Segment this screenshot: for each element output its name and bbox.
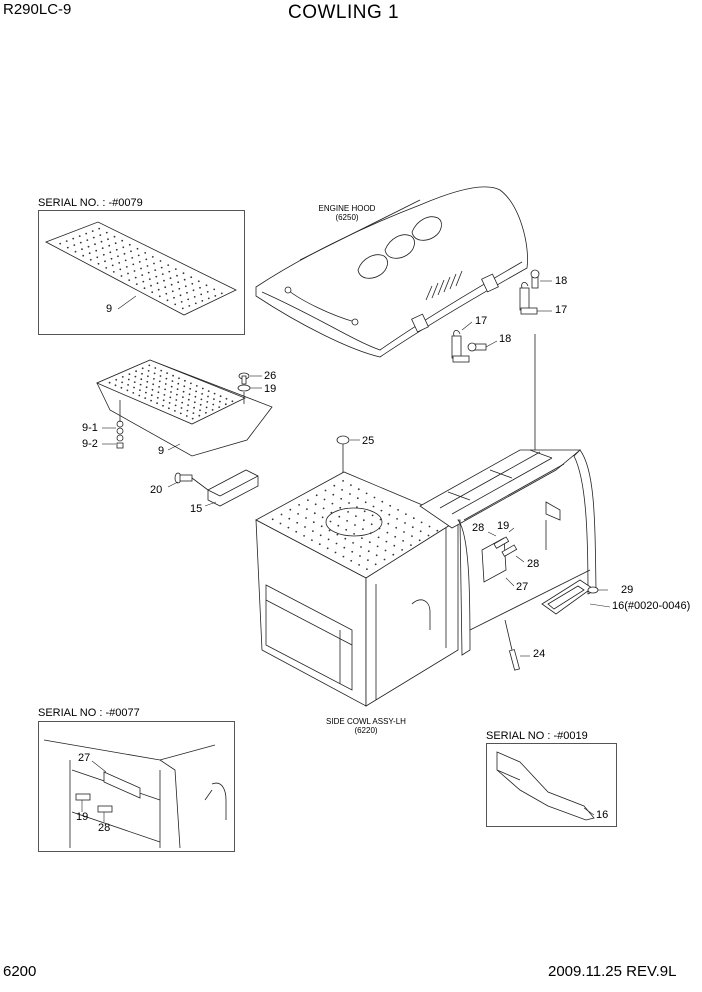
callout-16-inset: 16 (596, 809, 609, 821)
hood-latches (451, 269, 552, 363)
serial-label-bottom-left: SERIAL NO : -#0077 (38, 707, 140, 719)
callout-17-lower: 17 (475, 315, 488, 327)
filter-net-inset (496, 751, 595, 821)
serial-box-bottom-left (38, 721, 235, 852)
callout-9-2: 9-2 (82, 438, 98, 450)
filter-net-16 (541, 579, 611, 615)
engine-hood (255, 186, 528, 358)
date-revision: 2009.11.25 REV.9L (548, 963, 677, 980)
callout-27-inset: 27 (78, 752, 91, 764)
callout-26: 26 (264, 370, 277, 382)
callout-18-upper: 18 (555, 275, 568, 287)
callout-20: 20 (150, 484, 163, 496)
callout-16: 16(#0020-0046) (612, 600, 691, 612)
side-cowl-label: SIDE COWL ASSY-LH (326, 717, 406, 726)
callout-9-box: 9 (106, 303, 113, 315)
callout-28-inset: 28 (98, 822, 111, 834)
callout-24: 24 (533, 648, 546, 660)
engine-hood-code: (6250) (335, 213, 359, 222)
side-cowl-code: (6220) (354, 726, 378, 735)
step-fasteners (237, 372, 262, 404)
serial-label-bottom-right: SERIAL NO : -#0019 (486, 730, 588, 742)
callout-9: 9 (158, 445, 165, 457)
callout-27: 27 (516, 581, 529, 593)
callout-18-lower: 18 (499, 333, 512, 345)
serial-label-top-left: SERIAL NO. : -#0079 (38, 197, 143, 209)
callout-29: 29 (621, 584, 634, 596)
model-number: R290LC-9 (3, 1, 72, 18)
callout-15: 15 (190, 503, 203, 515)
serial-box-bottom-right (486, 743, 617, 827)
callout-19-inset: 19 (76, 811, 89, 823)
clip-24 (504, 619, 530, 671)
side-cowl (255, 334, 597, 707)
step-plate (95, 359, 273, 457)
bracket-15 (167, 469, 259, 507)
callout-19-top: 19 (264, 383, 277, 395)
cap-25 (336, 435, 360, 478)
plate-27 (481, 527, 525, 587)
floor-plate-inset (45, 221, 237, 316)
page-title: COWLING 1 (288, 2, 400, 23)
callout-28-b: 28 (527, 558, 540, 570)
callout-28-a: 28 (472, 522, 485, 534)
page-number: 6200 (3, 963, 37, 980)
callout-17-upper: 17 (555, 304, 568, 316)
side-cowl-inset (43, 739, 227, 849)
callout-25: 25 (362, 435, 375, 447)
serial-box-top-left (38, 210, 245, 335)
engine-hood-label: ENGINE HOOD (318, 204, 376, 213)
callout-9-1: 9-1 (82, 422, 98, 434)
callout-19-mid: 19 (497, 520, 510, 532)
